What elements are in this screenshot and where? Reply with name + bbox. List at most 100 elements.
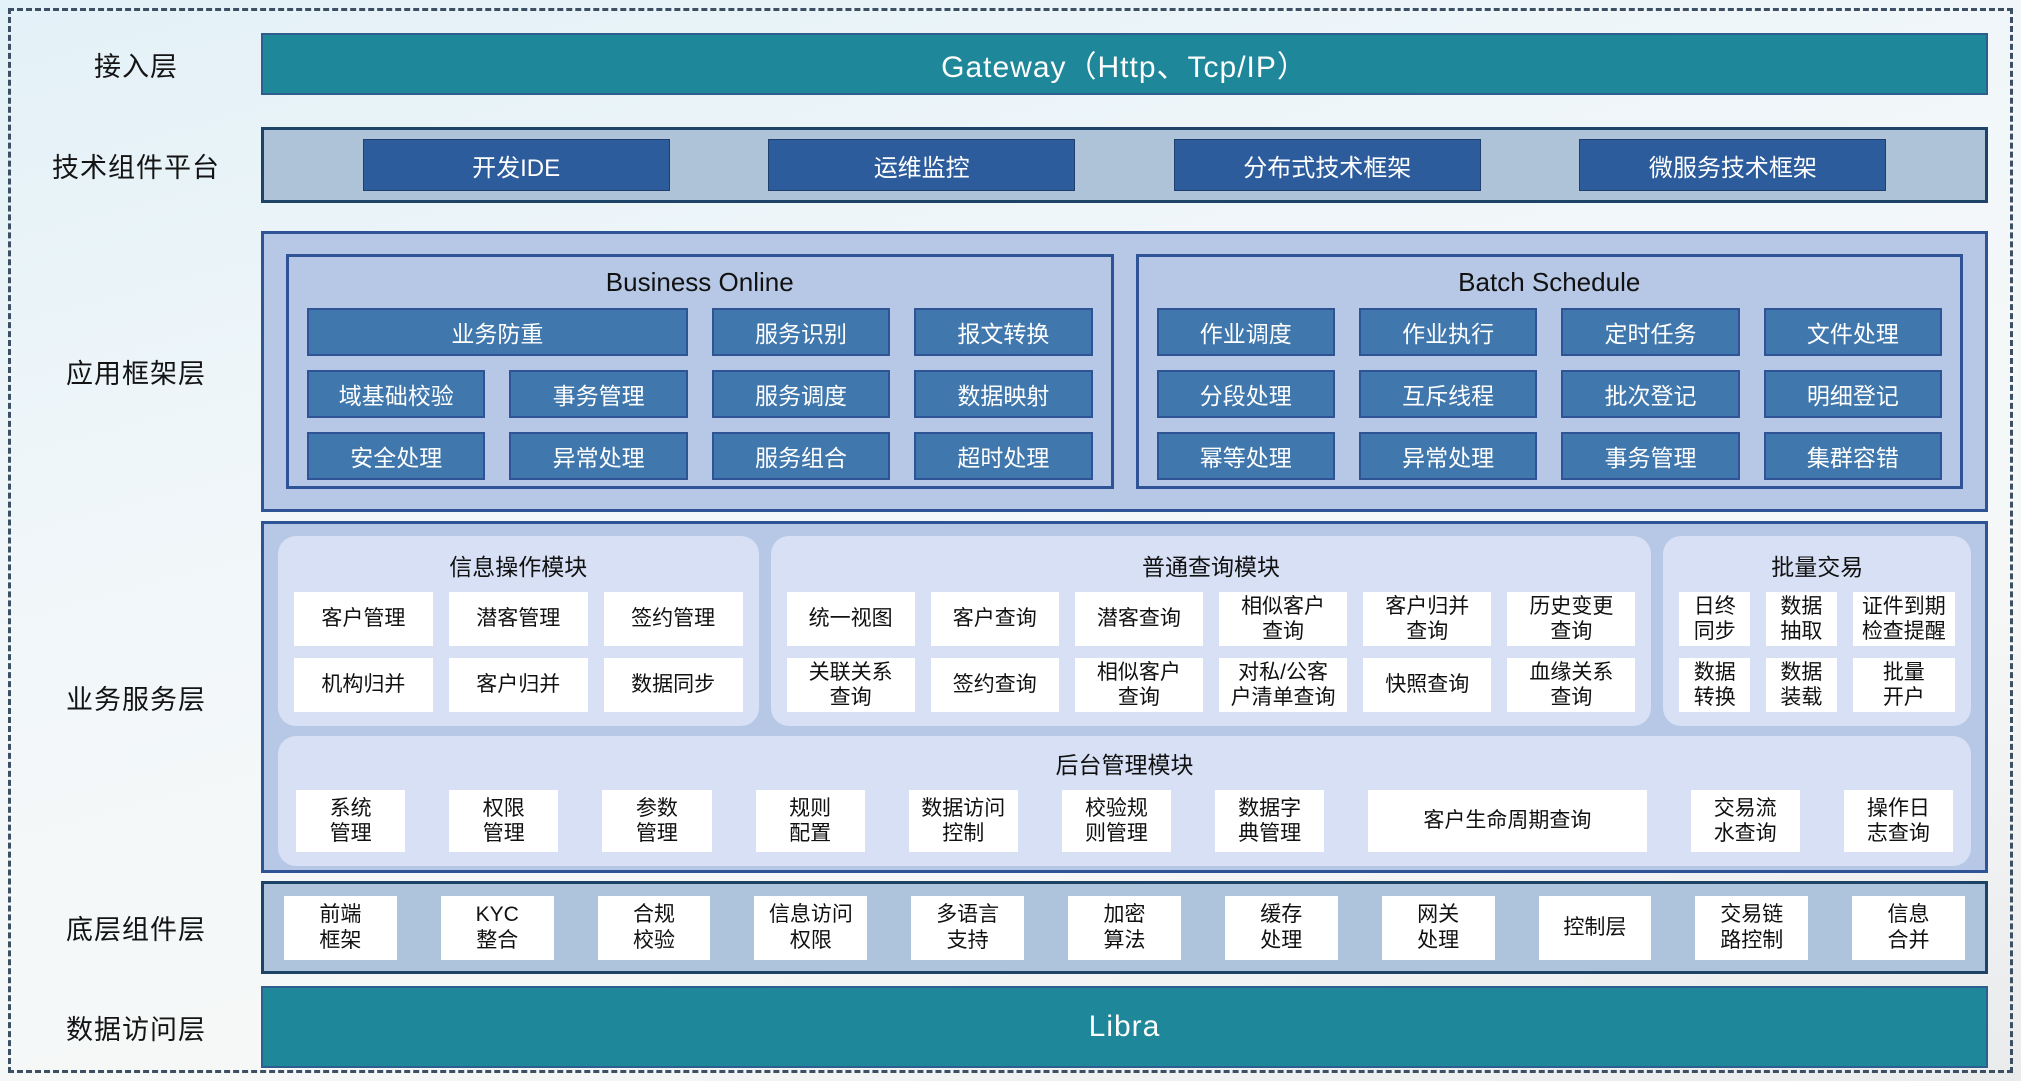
tech-component-button-0: 开发IDE	[362, 139, 670, 191]
framework-button: 安全处理	[307, 432, 486, 480]
layer-label-bottom-components: 底层组件层	[66, 915, 206, 945]
diagram-frame: 接入层 Gateway（Http、Tcp/IP） 技术组件平台 开发IDE 运维监…	[8, 8, 2013, 1073]
framework-button: 异常处理	[509, 432, 688, 480]
bottom-components-box: 前端 框架 KYC 整合合规 校验信息访问 权限多语言 支持加密 算法缓存 处理网…	[261, 881, 1988, 974]
service-panel-grid: 日终 同步数据 抽取证件到期 检查提醒数据 转换数据 装载批量 开户	[1679, 592, 1955, 712]
service-cell: 统一视图	[786, 592, 915, 646]
layer-label-tech-platform: 技术组件平台	[52, 152, 220, 183]
bottom-component-cell: 缓存 处理	[1224, 895, 1338, 960]
bottom-component-cell: 交易链 路控制	[1695, 895, 1809, 960]
admin-cell: 校验规 则管理	[1061, 790, 1172, 852]
admin-module-panel: 后台管理模块 系统 管理权限 管理参数 管理规则 配置数据访问 控制校验规 则管…	[278, 736, 1971, 866]
service-cell: 关联关系 查询	[786, 658, 915, 712]
framework-button: 域基础校验	[307, 370, 486, 418]
framework-button: 定时任务	[1561, 308, 1740, 356]
admin-module-cells: 系统 管理权限 管理参数 管理规则 配置数据访问 控制校验规 则管理数据字 典管…	[296, 790, 1953, 852]
bottom-component-cell: 网关 处理	[1381, 895, 1495, 960]
admin-cell: 交易流 水查询	[1690, 790, 1800, 852]
layer-access: 接入层 Gateway（Http、Tcp/IP）	[11, 33, 2010, 95]
framework-group-title: Batch Schedule	[1458, 267, 1641, 297]
admin-cell: 数据字 典管理	[1215, 790, 1325, 852]
framework-group-title: Business Online	[605, 267, 794, 297]
framework-button: 文件处理	[1763, 308, 1942, 356]
tech-component-button-2: 分布式技术框架	[1173, 139, 1481, 191]
service-cell: 数据 装载	[1766, 658, 1837, 712]
tech-component-button-3: 微服务技术框架	[1579, 139, 1887, 191]
framework-button: 事务管理	[509, 370, 688, 418]
framework-button: 幂等处理	[1156, 432, 1335, 480]
bottom-component-cell: 多语言 支持	[911, 895, 1025, 960]
service-panel-grid: 客户管理潜客管理签约管理机构归并客户归并数据同步	[294, 592, 743, 712]
service-cell: 机构归并	[294, 658, 433, 712]
bottom-component-cell: 信息访问 权限	[754, 895, 868, 960]
framework-button: 明细登记	[1763, 370, 1942, 418]
service-cell: 相似客户 查询	[1218, 592, 1348, 646]
framework-button: 服务识别	[711, 308, 891, 356]
service-cell: 血缘关系 查询	[1507, 658, 1636, 712]
framework-button: 批次登记	[1561, 370, 1740, 418]
framework-button: 数据映射	[914, 370, 1093, 418]
libra-bar: Libra	[261, 986, 1988, 1068]
service-panel-0: 信息操作模块客户管理潜客管理签约管理机构归并客户归并数据同步	[278, 536, 759, 726]
framework-button: 事务管理	[1561, 432, 1740, 480]
admin-cell: 数据访问 控制	[908, 790, 1018, 852]
framework-button: 分段处理	[1156, 370, 1335, 418]
framework-button: 超时处理	[914, 432, 1093, 480]
service-panel-title: 批量交易	[1771, 554, 1864, 580]
framework-button: 作业调度	[1156, 308, 1335, 356]
service-panel-2: 批量交易日终 同步数据 抽取证件到期 检查提醒数据 转换数据 装载批量 开户	[1663, 536, 1971, 726]
tech-platform-strip: 开发IDE 运维监控 分布式技术框架 微服务技术框架	[261, 127, 1988, 203]
layer-bottom-components: 底层组件层 前端 框架 KYC 整合合规 校验信息访问 权限多语言 支持加密 算法…	[11, 881, 2010, 974]
framework-button: 作业执行	[1358, 308, 1538, 356]
service-cell: 潜客管理	[448, 592, 588, 646]
bottom-component-cell: 信息 合并	[1852, 895, 1965, 960]
framework-button: 业务防重	[307, 308, 688, 356]
service-panel-title: 普通查询模块	[1142, 554, 1280, 580]
service-cell: 日终 同步	[1679, 592, 1751, 646]
service-panel-grid: 统一视图客户查询潜客查询相似客户 查询客户归并 查询历史变更 查询关联关系 查询…	[786, 592, 1636, 712]
framework-button: 服务组合	[711, 432, 891, 480]
service-cell: 批量 开户	[1852, 658, 1955, 712]
admin-cell: 系统 管理	[296, 790, 406, 852]
service-cell: 相似客户 查询	[1074, 658, 1203, 712]
bottom-component-cell: 控制层	[1538, 895, 1652, 960]
service-cell: 客户归并 查询	[1363, 592, 1492, 646]
admin-cell: 客户生命周期查询	[1368, 790, 1647, 852]
framework-group-grid: 作业调度作业执行定时任务文件处理分段处理互斥线程批次登记明细登记幂等处理异常处理…	[1156, 308, 1942, 480]
business-service-box: 信息操作模块客户管理潜客管理签约管理机构归并客户归并数据同步普通查询模块统一视图…	[261, 521, 1988, 873]
layer-label-access: 接入层	[94, 51, 178, 82]
service-cell: 数据 抽取	[1766, 592, 1837, 646]
service-cell: 数据同步	[603, 658, 743, 712]
bottom-component-cell: KYC 整合	[440, 895, 554, 960]
bottom-component-cell: 前端 框架	[284, 895, 397, 960]
service-cell: 签约管理	[603, 592, 743, 646]
layer-label-app-framework: 应用框架层	[66, 359, 206, 389]
service-cell: 潜客查询	[1074, 592, 1203, 646]
tech-component-button-1: 运维监控	[768, 139, 1076, 191]
framework-button: 集群容错	[1763, 432, 1942, 480]
service-cell: 对私/公客 户清单查询	[1218, 658, 1348, 712]
bottom-component-cell: 合规 校验	[597, 895, 711, 960]
bottom-component-cell: 加密 算法	[1068, 895, 1181, 960]
service-panel-1: 普通查询模块统一视图客户查询潜客查询相似客户 查询客户归并 查询历史变更 查询关…	[770, 536, 1652, 726]
gateway-bar: Gateway（Http、Tcp/IP）	[261, 33, 1988, 95]
layer-data-access: 数据访问层 Libra	[11, 986, 2010, 1068]
admin-cell: 操作日 志查询	[1843, 790, 1953, 852]
service-cell: 快照查询	[1363, 658, 1492, 712]
admin-module-title: 后台管理模块	[1055, 752, 1194, 778]
framework-button: 异常处理	[1358, 432, 1538, 480]
layer-label-business-service: 业务服务层	[66, 684, 206, 715]
service-cell: 历史变更 查询	[1507, 592, 1636, 646]
admin-cell: 参数 管理	[602, 790, 712, 852]
layer-label-data-access: 数据访问层	[66, 1014, 206, 1045]
service-cell: 客户查询	[930, 592, 1059, 646]
admin-cell: 规则 配置	[755, 790, 865, 852]
service-panel-title: 信息操作模块	[449, 554, 588, 580]
service-cell: 证件到期 检查提醒	[1852, 592, 1955, 646]
layer-business-service: 业务服务层 信息操作模块客户管理潜客管理签约管理机构归并客户归并数据同步普通查询…	[11, 521, 2010, 873]
framework-group-grid: 业务防重服务识别报文转换域基础校验事务管理服务调度数据映射安全处理异常处理服务组…	[307, 308, 1093, 480]
